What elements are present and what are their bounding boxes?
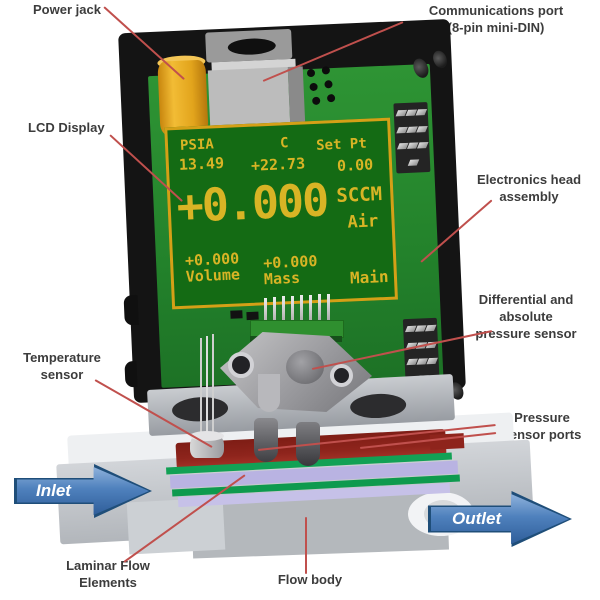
temperature-sensor-cap <box>190 431 224 441</box>
pcb-component <box>246 311 259 321</box>
lcd-volume-label: Volume <box>185 265 241 286</box>
sensor-pin <box>309 295 312 329</box>
lcd-pressure-label: PSIA <box>179 136 215 154</box>
inlet-label: Inlet <box>36 481 71 500</box>
lcd-display: PSIA C Set Pt 13.49 +22.73 0.00 +0.000 S… <box>164 117 398 310</box>
outlet-label: Outlet <box>452 509 502 528</box>
sensor-mount-hole <box>228 352 254 378</box>
flow-body-label: Flow body <box>277 572 343 587</box>
lcd-flow-unit: SCCM <box>335 183 383 208</box>
differential-sensor-label-line2: absolute <box>499 308 553 324</box>
sensor-dome <box>286 350 324 384</box>
communications-port-label-line2: (8-pin mini-DIN) <box>447 19 545 35</box>
pressure-port-probe <box>296 422 320 466</box>
pressure-port-probe <box>254 418 278 462</box>
lcd-flow-value: +0.000 <box>175 173 329 234</box>
laminar-flow-label: Laminar Flow Elements <box>44 558 172 592</box>
sensor-pin <box>264 298 267 332</box>
differential-sensor-label-line1: Differential and <box>478 292 574 307</box>
sensor-pin <box>273 297 276 331</box>
case-mount-tab <box>123 294 139 326</box>
sensor-mount-hole <box>330 364 353 387</box>
pcb-component <box>230 310 243 319</box>
inlet-arrow: Inlet <box>14 464 152 518</box>
power-jack-label: Power jack <box>33 2 101 17</box>
lcd-gas-label: Air <box>347 211 379 233</box>
electronics-head-label: Electronics head assembly <box>458 172 600 206</box>
pressure-ports-label-line2: sensor ports <box>502 426 582 442</box>
sensor-pin <box>282 296 285 330</box>
pressure-ports-label-line1: Pressure <box>514 410 570 425</box>
communications-port-label-line1: Communications port <box>428 3 564 18</box>
pin-header-connector <box>393 101 431 174</box>
temperature-sensor-label-line2: sensor <box>40 366 84 382</box>
lcd-temp-value: +22.73 <box>250 154 306 175</box>
differential-sensor-label: Differential and absolute pressure senso… <box>452 292 600 343</box>
case-mount-tab <box>124 360 138 388</box>
laminar-flow-label-line1: Laminar Flow <box>66 558 150 573</box>
lcd-setpt-label: Set Pt <box>315 135 368 154</box>
temperature-sensor-pin <box>212 334 214 438</box>
sensor-pin <box>318 294 321 328</box>
temperature-sensor-label-line1: Temperature <box>23 350 101 365</box>
temperature-sensor-pin <box>200 338 202 438</box>
sensor-tube <box>258 374 280 412</box>
comm-port-housing <box>207 67 291 127</box>
lcd-menu-label: Main <box>349 266 389 288</box>
lcd-pressure-value: 13.49 <box>178 153 225 174</box>
temperature-sensor-label: Temperature sensor <box>6 350 118 384</box>
lcd-temp-label: C <box>279 135 289 152</box>
outlet-arrow: Outlet <box>428 491 572 547</box>
laminar-flow-label-line2: Elements <box>79 574 137 590</box>
pressure-ports-label: Pressure sensor ports <box>486 410 598 444</box>
case-screw <box>430 48 450 71</box>
communications-port-label: Communications port (8-pin mini-DIN) <box>415 3 577 37</box>
electronics-head-label-line2: assembly <box>499 188 559 204</box>
plate-cutout <box>349 392 407 420</box>
sensor-pin <box>327 294 330 328</box>
power-jack-barrel <box>157 59 209 136</box>
lcd-display-label: LCD Display <box>28 120 105 135</box>
lcd-setpt-value: 0.00 <box>336 155 374 175</box>
sensor-pin <box>300 295 303 329</box>
temperature-sensor-pin <box>206 336 208 438</box>
lcd-mass-label: Mass <box>263 268 301 289</box>
electronics-head-label-line1: Electronics head <box>476 172 582 187</box>
sensor-pin <box>291 296 294 330</box>
differential-sensor-label-line3: pressure sensor <box>475 325 577 341</box>
comm-port-housing-side <box>287 66 306 123</box>
gasket-seal-right <box>429 433 465 450</box>
